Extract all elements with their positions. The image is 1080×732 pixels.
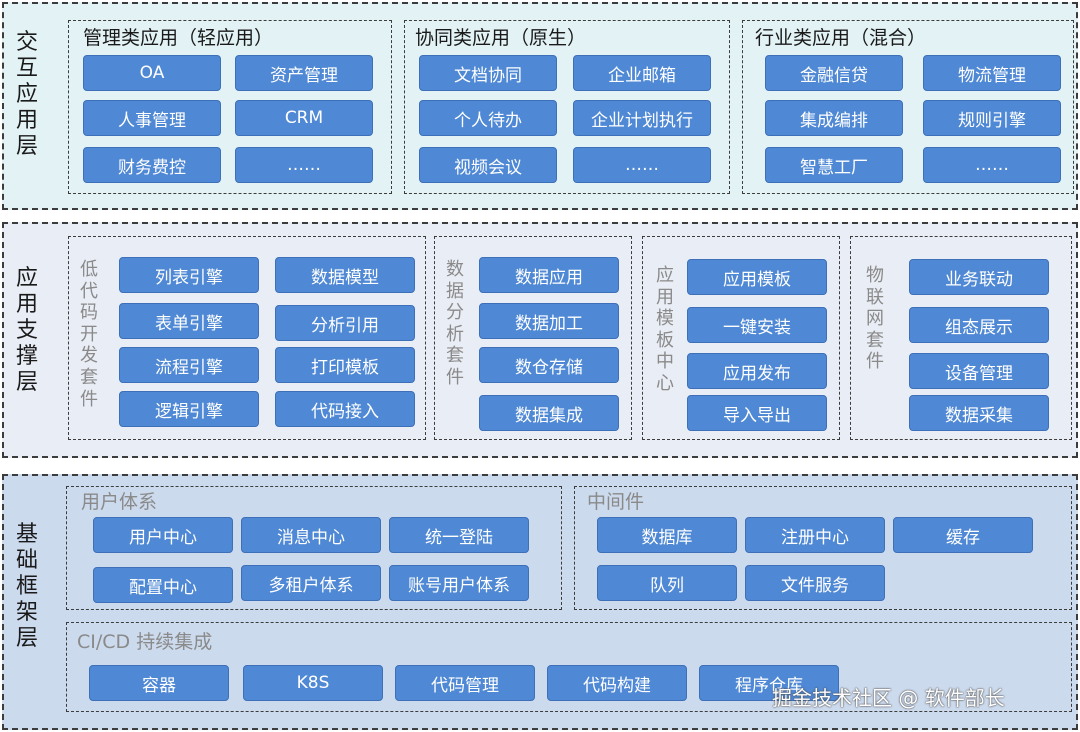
- layer-interaction-app: 交互应用层 管理类应用（轻应用） OA 资产管理 人事管理 CRM 财务费控 ……: [2, 2, 1078, 210]
- base-item-account-system[interactable]: 账号用户体系: [389, 565, 529, 601]
- app-item-finance-credit[interactable]: 金融信贷: [765, 55, 903, 91]
- support-item-device-management[interactable]: 设备管理: [909, 353, 1049, 389]
- support-item-logic-engine[interactable]: 逻辑引擎: [119, 391, 259, 427]
- group-title: 物联网套件: [866, 265, 884, 373]
- app-item-logistics[interactable]: 物流管理: [923, 55, 1061, 91]
- base-item-code-build[interactable]: 代码构建: [547, 665, 687, 701]
- group-title: 行业类应用（混合）: [755, 27, 927, 49]
- app-item-crm[interactable]: CRM: [235, 100, 373, 136]
- app-item-hr[interactable]: 人事管理: [83, 100, 221, 136]
- support-item-app-publish[interactable]: 应用发布: [687, 353, 827, 389]
- base-item-database[interactable]: 数据库: [597, 517, 737, 553]
- group-data-analysis-suite: 数据分析套件 数据应用 数据加工 数仓存储 数据集成: [434, 236, 632, 440]
- base-item-artifact-repo[interactable]: 程序仓库: [699, 665, 839, 701]
- watermark: 掘金技术社区 @ 软件部长: [772, 686, 1005, 710]
- app-item-enterprise-plan[interactable]: 企业计划执行: [573, 100, 711, 136]
- base-item-registry-center[interactable]: 注册中心: [745, 517, 885, 553]
- support-item-one-click-install[interactable]: 一键安装: [687, 307, 827, 343]
- base-item-container[interactable]: 容器: [89, 665, 229, 701]
- base-item-k8s[interactable]: K8S: [243, 665, 383, 701]
- app-item-personal-todo[interactable]: 个人待办: [419, 100, 557, 136]
- group-title: 数据分析套件: [446, 259, 464, 388]
- base-item-code-management[interactable]: 代码管理: [395, 665, 535, 701]
- group-cicd: CI/CD 持续集成 容器 K8S 代码管理 代码构建 程序仓库: [66, 622, 1072, 712]
- support-item-data-processing[interactable]: 数据加工: [479, 303, 619, 339]
- layer-title-support: 应用支撑层: [15, 266, 38, 395]
- base-item-cache[interactable]: 缓存: [893, 517, 1033, 553]
- group-title: 中间件: [587, 491, 645, 513]
- group-iot-suite: 物联网套件 业务联动 组态展示 设备管理 数据采集: [850, 236, 1072, 440]
- group-user-system: 用户体系 用户中心 消息中心 统一登陆 配置中心 多租户体系 账号用户体系: [66, 486, 562, 610]
- support-item-data-integration[interactable]: 数据集成: [479, 395, 619, 431]
- base-item-config-center[interactable]: 配置中心: [93, 567, 233, 603]
- support-item-import-export[interactable]: 导入导出: [687, 395, 827, 431]
- app-item-more[interactable]: ……: [235, 147, 373, 183]
- group-management-apps: 管理类应用（轻应用） OA 资产管理 人事管理 CRM 财务费控 ……: [68, 20, 392, 194]
- app-item-asset-management[interactable]: 资产管理: [235, 55, 373, 91]
- app-item-video-meeting[interactable]: 视频会议: [419, 147, 557, 183]
- support-item-form-engine[interactable]: 表单引擎: [119, 303, 259, 339]
- group-title: 协同类应用（原生）: [415, 27, 587, 49]
- group-title: 低代码开发套件: [80, 259, 98, 410]
- group-title: 管理类应用（轻应用）: [83, 27, 274, 49]
- base-item-file-service[interactable]: 文件服务: [745, 565, 885, 601]
- layer-title-app: 交互应用层: [15, 30, 38, 159]
- base-item-multi-tenant[interactable]: 多租户体系: [241, 565, 381, 601]
- layer-base-framework: 基础框架层 用户体系 用户中心 消息中心 统一登陆 配置中心 多租户体系 账号用…: [2, 474, 1078, 730]
- app-item-integration-orchestration[interactable]: 集成编排: [765, 100, 903, 136]
- app-item-doc-collab[interactable]: 文档协同: [419, 55, 557, 91]
- support-item-data-collection[interactable]: 数据采集: [909, 395, 1049, 431]
- support-item-flow-engine[interactable]: 流程引擎: [119, 347, 259, 383]
- base-item-message-center[interactable]: 消息中心: [241, 517, 381, 553]
- group-middleware: 中间件 数据库 注册中心 缓存 队列 文件服务: [574, 486, 1072, 610]
- app-item-finance-expense[interactable]: 财务费控: [83, 147, 221, 183]
- support-item-data-app[interactable]: 数据应用: [479, 257, 619, 293]
- app-item-more[interactable]: ……: [923, 147, 1061, 183]
- support-item-scada-display[interactable]: 组态展示: [909, 307, 1049, 343]
- group-industry-apps: 行业类应用（混合） 金融信贷 物流管理 集成编排 规则引擎 智慧工厂 ……: [742, 20, 1074, 194]
- support-item-data-model[interactable]: 数据模型: [275, 257, 415, 293]
- group-title: 用户体系: [81, 491, 158, 513]
- support-item-data-warehouse[interactable]: 数仓存储: [479, 347, 619, 383]
- support-item-print-template[interactable]: 打印模板: [275, 347, 415, 383]
- layer-title-base: 基础框架层: [15, 522, 38, 651]
- app-item-smart-factory[interactable]: 智慧工厂: [765, 147, 903, 183]
- group-title: CI/CD 持续集成: [77, 631, 213, 653]
- app-item-oa[interactable]: OA: [83, 55, 221, 91]
- app-item-more[interactable]: ……: [573, 147, 711, 183]
- group-app-template-center: 应用模板中心 应用模板 一键安装 应用发布 导入导出: [642, 236, 840, 440]
- support-item-app-template[interactable]: 应用模板: [687, 259, 827, 295]
- layer-app-support: 应用支撑层 低代码开发套件 列表引擎 数据模型 表单引擎 分析引用 流程引擎 打…: [2, 222, 1078, 458]
- app-item-rule-engine[interactable]: 规则引擎: [923, 100, 1061, 136]
- support-item-list-engine[interactable]: 列表引擎: [119, 257, 259, 293]
- group-lowcode-suite: 低代码开发套件 列表引擎 数据模型 表单引擎 分析引用 流程引擎 打印模板 逻辑…: [68, 236, 426, 440]
- group-collaboration-apps: 协同类应用（原生） 文档协同 企业邮箱 个人待办 企业计划执行 视频会议 ……: [404, 20, 730, 194]
- group-title: 应用模板中心: [656, 265, 674, 394]
- support-item-business-linkage[interactable]: 业务联动: [909, 259, 1049, 295]
- base-item-user-center[interactable]: 用户中心: [93, 517, 233, 553]
- app-item-enterprise-mail[interactable]: 企业邮箱: [573, 55, 711, 91]
- support-item-analysis-ref[interactable]: 分析引用: [275, 305, 415, 341]
- base-item-queue[interactable]: 队列: [597, 565, 737, 601]
- base-item-sso[interactable]: 统一登陆: [389, 517, 529, 553]
- support-item-code-access[interactable]: 代码接入: [275, 391, 415, 427]
